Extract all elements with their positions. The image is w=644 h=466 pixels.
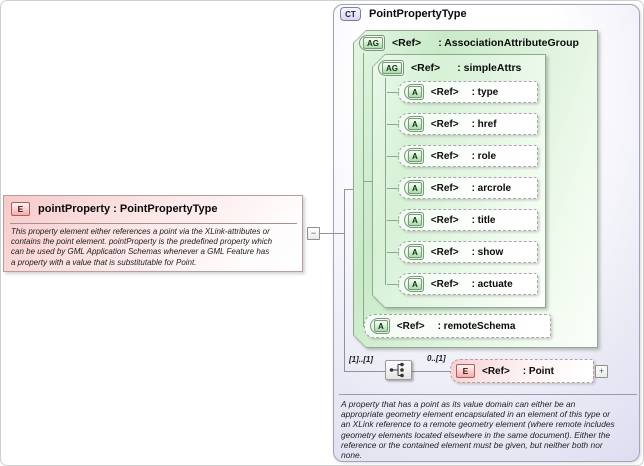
- attribute-ref: <Ref>: [396, 320, 425, 332]
- group-label: : AssociationAttributeGroup: [438, 37, 579, 49]
- connector-sequence-to-point: [412, 371, 450, 372]
- attribute-name: : type: [471, 86, 499, 98]
- complextype-header: CT PointPropertyType: [340, 7, 467, 21]
- expand-plus-icon: +: [598, 366, 605, 376]
- collapse-button[interactable]: −: [307, 227, 320, 240]
- group-label: : simpleAttrs: [457, 62, 522, 74]
- complextype-title: PointPropertyType: [369, 8, 467, 20]
- element-name: : Point: [522, 365, 554, 377]
- complextype-annotation: A property that has a point as its value…: [341, 399, 615, 460]
- annotation-line: geometry elements located elsewhere in t…: [341, 429, 611, 440]
- sequence-glyph: [389, 362, 404, 378]
- attribute-badge: A: [404, 84, 424, 100]
- collapse-minus-icon: −: [310, 228, 317, 238]
- annotation-line: contains the point element. pointPropert…: [11, 237, 273, 247]
- connector-entry: [319, 233, 344, 234]
- annotation-line: an XLink reference to a remote geometry …: [341, 419, 615, 430]
- element-row-point[interactable]: E <Ref> : Point: [450, 359, 594, 383]
- attribute-badge: A: [404, 180, 424, 196]
- element-kind-badge: E: [456, 364, 475, 378]
- attribute-name: : href: [471, 118, 497, 130]
- attribute-row[interactable]: A <Ref> : href: [387, 113, 538, 135]
- attribute-badge: A: [404, 212, 424, 228]
- annotation-line: appropriate geometry element encapsulate…: [341, 409, 611, 420]
- annotation-line: reference or the contained element must …: [341, 439, 603, 450]
- element-ref: <Ref>: [482, 365, 510, 377]
- attribute-ref: <Ref>: [430, 182, 459, 194]
- attribute-group-badge: AG: [378, 60, 404, 76]
- connector-branch-attributes: [344, 189, 353, 190]
- annotation-line: This property element either references …: [11, 227, 270, 236]
- element-kind-badge: E: [11, 202, 30, 216]
- attribute-name: : show: [471, 246, 504, 258]
- attribute-row[interactable]: A <Ref> : actuate: [387, 273, 538, 295]
- group-tree-branch-simpleattrs: [363, 181, 372, 182]
- expand-button[interactable]: +: [595, 365, 608, 378]
- group-ref: <Ref>: [411, 62, 441, 74]
- attribute-name: : title: [471, 214, 496, 226]
- attribute-ref: <Ref>: [430, 278, 459, 290]
- attribute-ref: <Ref>: [430, 150, 459, 162]
- simpleattrs-header: AG <Ref> : simpleAttrs: [378, 60, 521, 76]
- attribute-row[interactable]: A <Ref> : show: [387, 241, 538, 263]
- attribute-badge: A: [370, 318, 390, 334]
- attribute-badge: A: [404, 148, 424, 164]
- connector-branch-sequence: [344, 371, 385, 372]
- element-pointproperty-node[interactable]: E pointProperty : PointPropertyType This…: [3, 195, 303, 272]
- attribute-row[interactable]: A <Ref> : arcrole: [387, 177, 538, 199]
- attribute-group-badge: AG: [359, 35, 385, 51]
- attribute-row-remoteschema[interactable]: A <Ref> : remoteSchema: [364, 314, 551, 338]
- attribute-badge: A: [404, 244, 424, 260]
- element-title: pointProperty : PointPropertyType: [38, 203, 218, 215]
- group-tree-trunk: [363, 53, 364, 327]
- element-header: E pointProperty : PointPropertyType: [11, 202, 217, 216]
- annotation-line: can be used by GML Application Schemas w…: [11, 247, 270, 257]
- cardinality-parent: [1]..[1]: [349, 355, 373, 364]
- attribute-name: : role: [471, 150, 497, 162]
- attribute-row[interactable]: A <Ref> : role: [387, 145, 538, 167]
- attribute-row[interactable]: A <Ref> : title: [387, 209, 538, 231]
- attribute-list: A <Ref> : type A <Ref> : href A <Ref> : …: [387, 81, 538, 305]
- element-header-divider: [10, 223, 297, 224]
- complextype-kind-badge: CT: [340, 7, 361, 21]
- attribute-badge: A: [404, 276, 424, 292]
- attribute-name: : remoteSchema: [437, 320, 516, 332]
- attribute-ref: <Ref>: [430, 246, 459, 258]
- sequence-compositor-icon[interactable]: [385, 360, 412, 380]
- connector-trunk: [344, 189, 345, 372]
- group-ref: <Ref>: [392, 37, 422, 49]
- attribute-tree-trunk: [385, 78, 386, 285]
- attribute-name: : arcrole: [471, 182, 512, 194]
- attribute-ref: <Ref>: [430, 118, 459, 130]
- attribute-ref: <Ref>: [430, 214, 459, 226]
- association-attribute-group-header: AG <Ref> : AssociationAttributeGroup: [359, 35, 579, 51]
- element-annotation: This property element either references …: [11, 227, 272, 268]
- attribute-name: : actuate: [471, 278, 513, 290]
- annotation-line: A property that has a point as its value…: [341, 399, 576, 409]
- cardinality-point: 0..[1]: [427, 354, 446, 363]
- attribute-row[interactable]: A <Ref> : type: [387, 81, 538, 103]
- annotation-divider: [339, 394, 637, 395]
- attribute-ref: <Ref>: [430, 86, 459, 98]
- attribute-badge: A: [404, 116, 424, 132]
- annotation-line: a property with a value that is substitu…: [11, 257, 197, 267]
- annotation-line: none.: [341, 450, 362, 461]
